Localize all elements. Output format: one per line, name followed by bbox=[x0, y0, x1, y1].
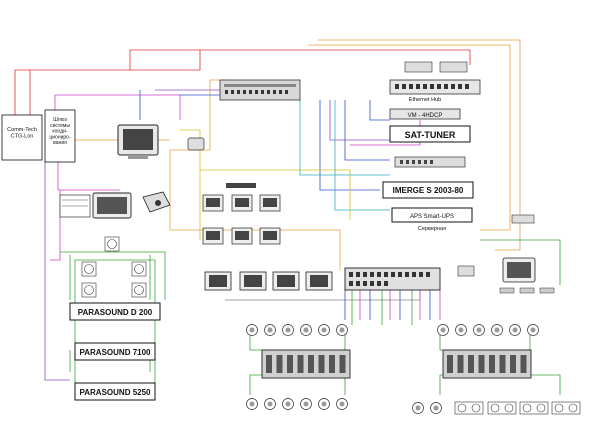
ceiling-speaker bbox=[473, 324, 485, 336]
left-speakers bbox=[81, 261, 147, 298]
small-units-right-bottom bbox=[499, 287, 555, 294]
ceiling-speaker bbox=[264, 324, 276, 336]
ceiling-speaker bbox=[264, 398, 276, 410]
ceiling-speaker bbox=[412, 402, 424, 414]
amp-rack-right bbox=[442, 349, 532, 379]
wide-speakers bbox=[454, 401, 581, 415]
speaker-arrays-bottom bbox=[246, 324, 539, 414]
ceiling-speaker bbox=[300, 324, 312, 336]
amp-rack-left bbox=[261, 349, 351, 379]
small-unit-right bbox=[511, 214, 535, 224]
rack-device-mid-right bbox=[394, 156, 466, 168]
left-mid-panel bbox=[59, 194, 91, 218]
speaker-small-center bbox=[104, 236, 120, 252]
small-controller bbox=[187, 137, 205, 151]
parasound-5250-label: PARASOUND 5250 bbox=[80, 388, 152, 397]
ceiling-speaker bbox=[282, 324, 294, 336]
parasound-7100-box: PARASOUND 7100 bbox=[74, 342, 156, 361]
ceiling-speaker bbox=[455, 324, 467, 336]
imerge-label: IMERGE S 2003-80 bbox=[393, 186, 464, 195]
top-rack-unit bbox=[219, 79, 301, 101]
small-units-top-right bbox=[404, 61, 468, 73]
aps-ups-box: APS Smart-UPS Серверная bbox=[391, 207, 473, 232]
parasound-d200-box: PARASOUND D 200 bbox=[69, 302, 161, 321]
ceiling-speaker bbox=[318, 324, 330, 336]
ceiling-speaker bbox=[300, 398, 312, 410]
ceiling-speaker bbox=[336, 324, 348, 336]
small-device-right-of-matrix bbox=[457, 265, 475, 277]
projector bbox=[142, 191, 171, 213]
hub-bar bbox=[226, 183, 256, 188]
parasound-7100-label: PARASOUND 7100 bbox=[80, 348, 152, 357]
servernaya-label: Серверная bbox=[418, 226, 446, 232]
ceiling-speaker bbox=[318, 398, 330, 410]
parasound-5250-box: PARASOUND 5250 bbox=[74, 382, 156, 401]
ceiling-speaker bbox=[282, 398, 294, 410]
ceiling-speaker bbox=[437, 324, 449, 336]
flat-tv-left bbox=[92, 192, 132, 219]
parasound-d200-label: PARASOUND D 200 bbox=[78, 308, 153, 317]
ceiling-speaker bbox=[509, 324, 521, 336]
ceiling-speaker bbox=[246, 324, 258, 336]
tv-monitor-top bbox=[117, 124, 159, 159]
matrix-switcher bbox=[344, 267, 441, 291]
ceiling-speaker bbox=[336, 398, 348, 410]
vm4hdcp-label: VM - 4HDCP bbox=[408, 113, 443, 119]
ethernet-hub-device: Ethernet Hub bbox=[389, 79, 481, 103]
sat-tuner-label: SAT-TUNER bbox=[405, 130, 456, 140]
imerge-box: IMERGE S 2003-80 bbox=[382, 181, 474, 199]
touch-panel-right bbox=[502, 257, 536, 283]
ceiling-speaker bbox=[491, 324, 503, 336]
sat-tuner-box: SAT-TUNER bbox=[389, 125, 471, 143]
vm4hdcp-device: VM - 4HDCP bbox=[389, 108, 461, 120]
ceiling-speaker bbox=[527, 324, 539, 336]
ceiling-speaker bbox=[430, 402, 442, 414]
ethernet-hub-label: Ethernet Hub bbox=[409, 97, 441, 103]
ceiling-speaker bbox=[246, 398, 258, 410]
aps-ups-label: APS Smart-UPS bbox=[410, 214, 454, 220]
